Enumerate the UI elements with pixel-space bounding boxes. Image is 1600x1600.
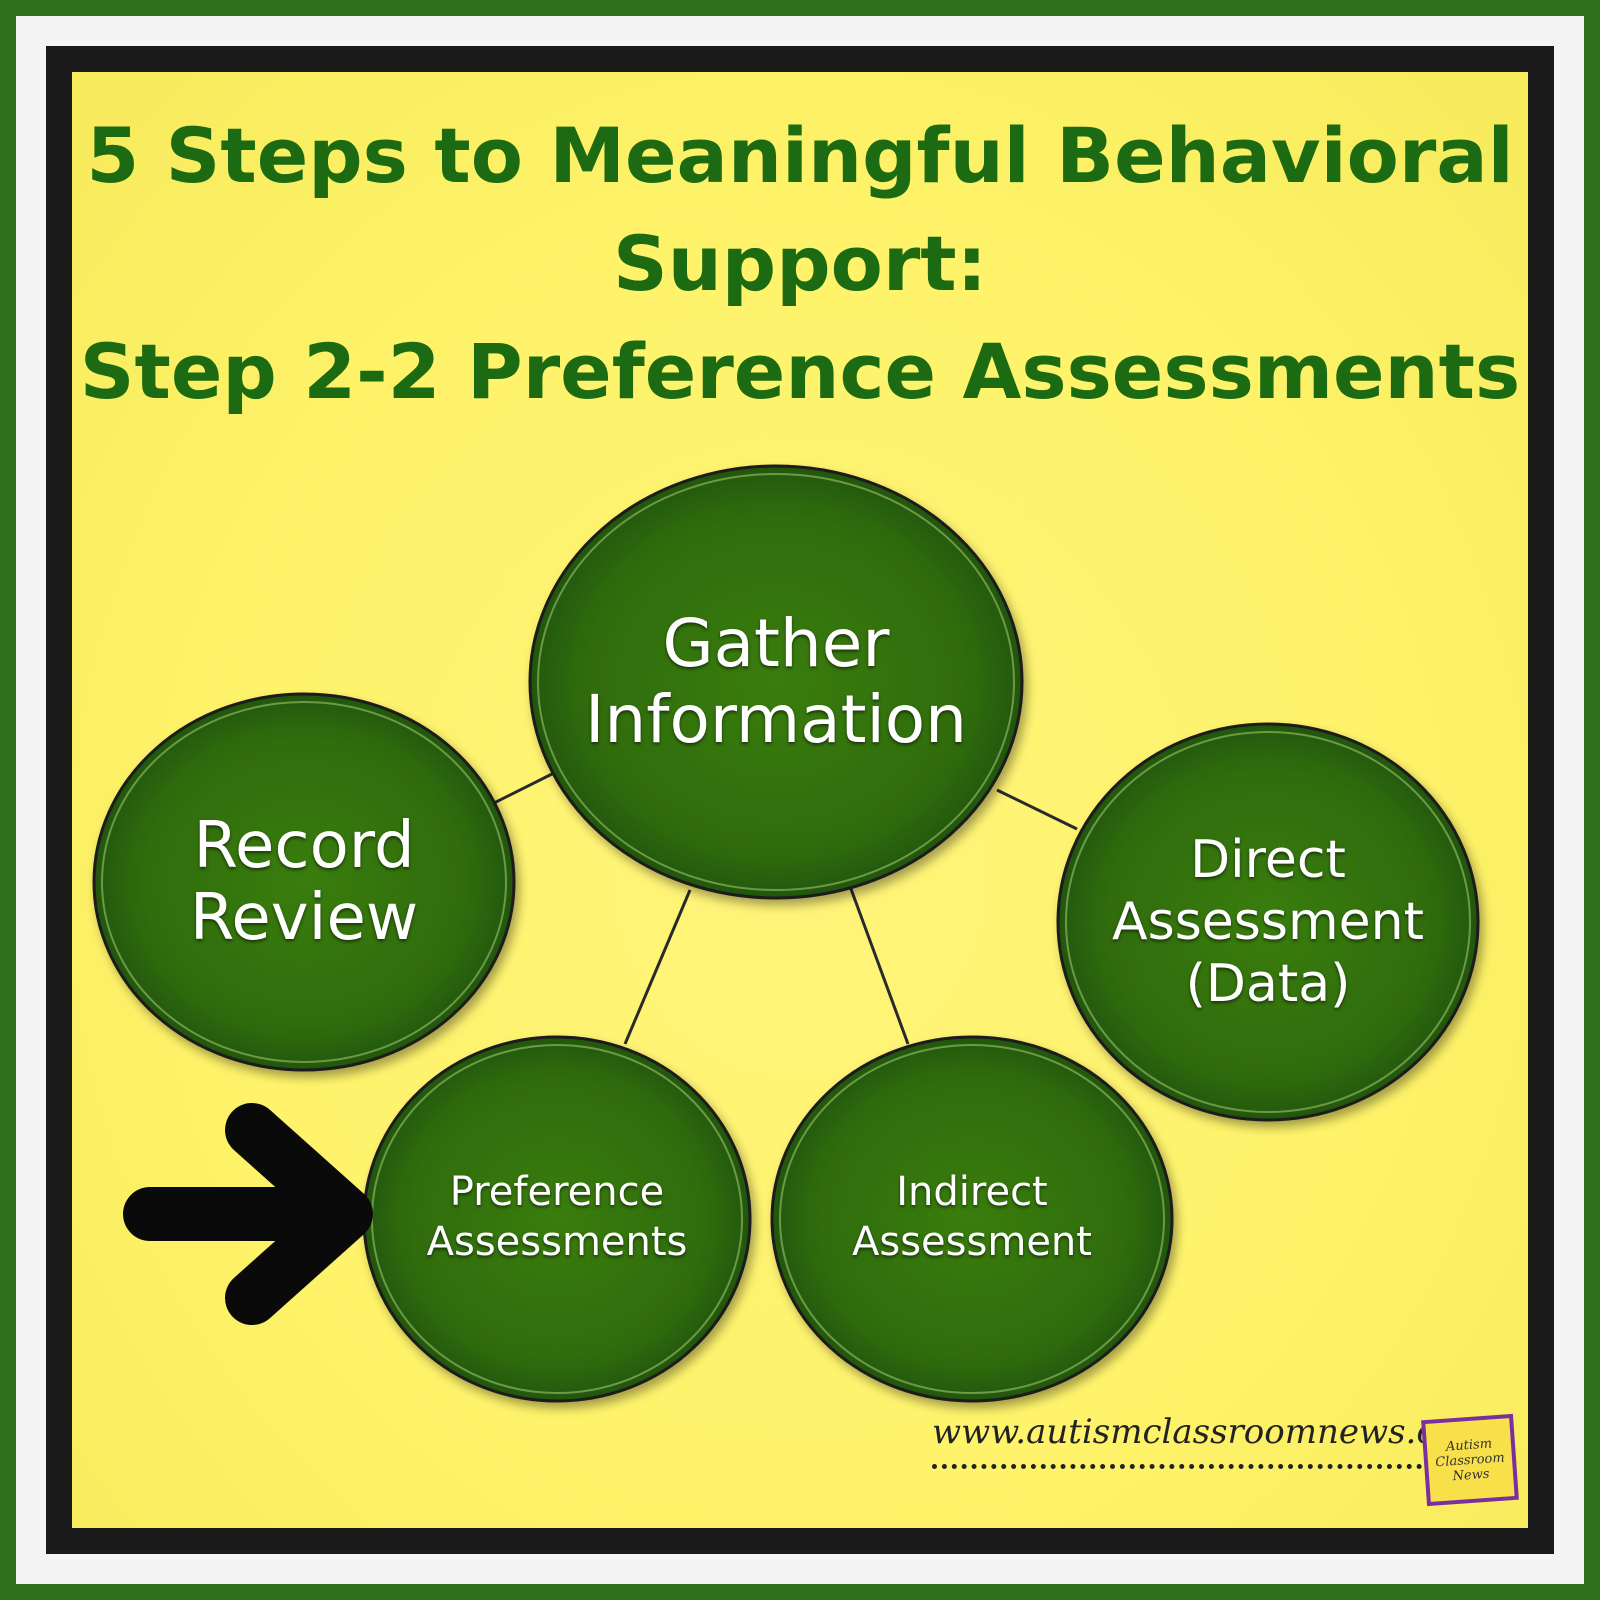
- node-gather-line-2: Information: [584, 681, 968, 758]
- node-circle-direct: [1056, 722, 1480, 1122]
- node-circle-record-rim: [101, 701, 507, 1063]
- node-direct-assessment: Direct Assessment (Data): [1088, 812, 1448, 1032]
- title-line-3: Step 2-2 Preference Assessments: [79, 327, 1521, 416]
- node-preference-line-1: Preference: [449, 1169, 665, 1215]
- node-indirect-assessment: Indirect Assessment: [812, 1152, 1132, 1282]
- title-line-1: 5 Steps to Meaningful Behavioral: [86, 111, 1514, 200]
- node-indirect-line-1: Indirect: [896, 1169, 1048, 1215]
- node-record-line-2: Review: [189, 881, 419, 955]
- node-record-review: Record Review: [154, 792, 454, 972]
- node-circle-indirect-rim: [779, 1044, 1165, 1394]
- node-gather-information: Gather Information: [576, 582, 976, 782]
- watermark-dotted-rule: [932, 1464, 1432, 1469]
- node-circle-direct-rim: [1065, 731, 1471, 1113]
- right-arrow-icon: [123, 1103, 373, 1325]
- node-circle-gather-rim: [537, 473, 1015, 891]
- connector-gather-direct: [996, 788, 1078, 831]
- node-circle-indirect: [770, 1035, 1174, 1403]
- node-gather-line-1: Gather: [662, 605, 890, 682]
- connector-lines: [489, 772, 1078, 1045]
- title-line-2: Support:: [612, 219, 988, 308]
- connector-gather-record: [489, 772, 553, 807]
- node-direct-line-3: (Data): [1185, 954, 1351, 1014]
- connector-gather-preference: [623, 889, 692, 1045]
- diagram-canvas: [92, 464, 1480, 1403]
- node-direct-line-2: Assessment: [1112, 892, 1424, 952]
- autism-classroom-news-logo: Autism Classroom News: [1421, 1413, 1519, 1507]
- node-indirect-line-2: Assessment: [852, 1219, 1092, 1265]
- node-preference-assessments: Preference Assessments: [397, 1152, 717, 1282]
- node-direct-line-1: Direct: [1190, 830, 1346, 890]
- connector-gather-indirect: [849, 888, 910, 1045]
- page-title: 5 Steps to Meaningful Behavioral Support…: [72, 102, 1528, 426]
- node-circles: [92, 464, 1480, 1403]
- diagram-panel: 5 Steps to Meaningful Behavioral Support…: [72, 72, 1528, 1528]
- node-preference-line-2: Assessments: [426, 1219, 688, 1265]
- node-circle-record: [92, 692, 516, 1072]
- node-circle-gather: [528, 464, 1024, 900]
- node-record-line-1: Record: [193, 809, 415, 883]
- watermark-url: www.autismclassroomnews.com: [932, 1412, 1489, 1452]
